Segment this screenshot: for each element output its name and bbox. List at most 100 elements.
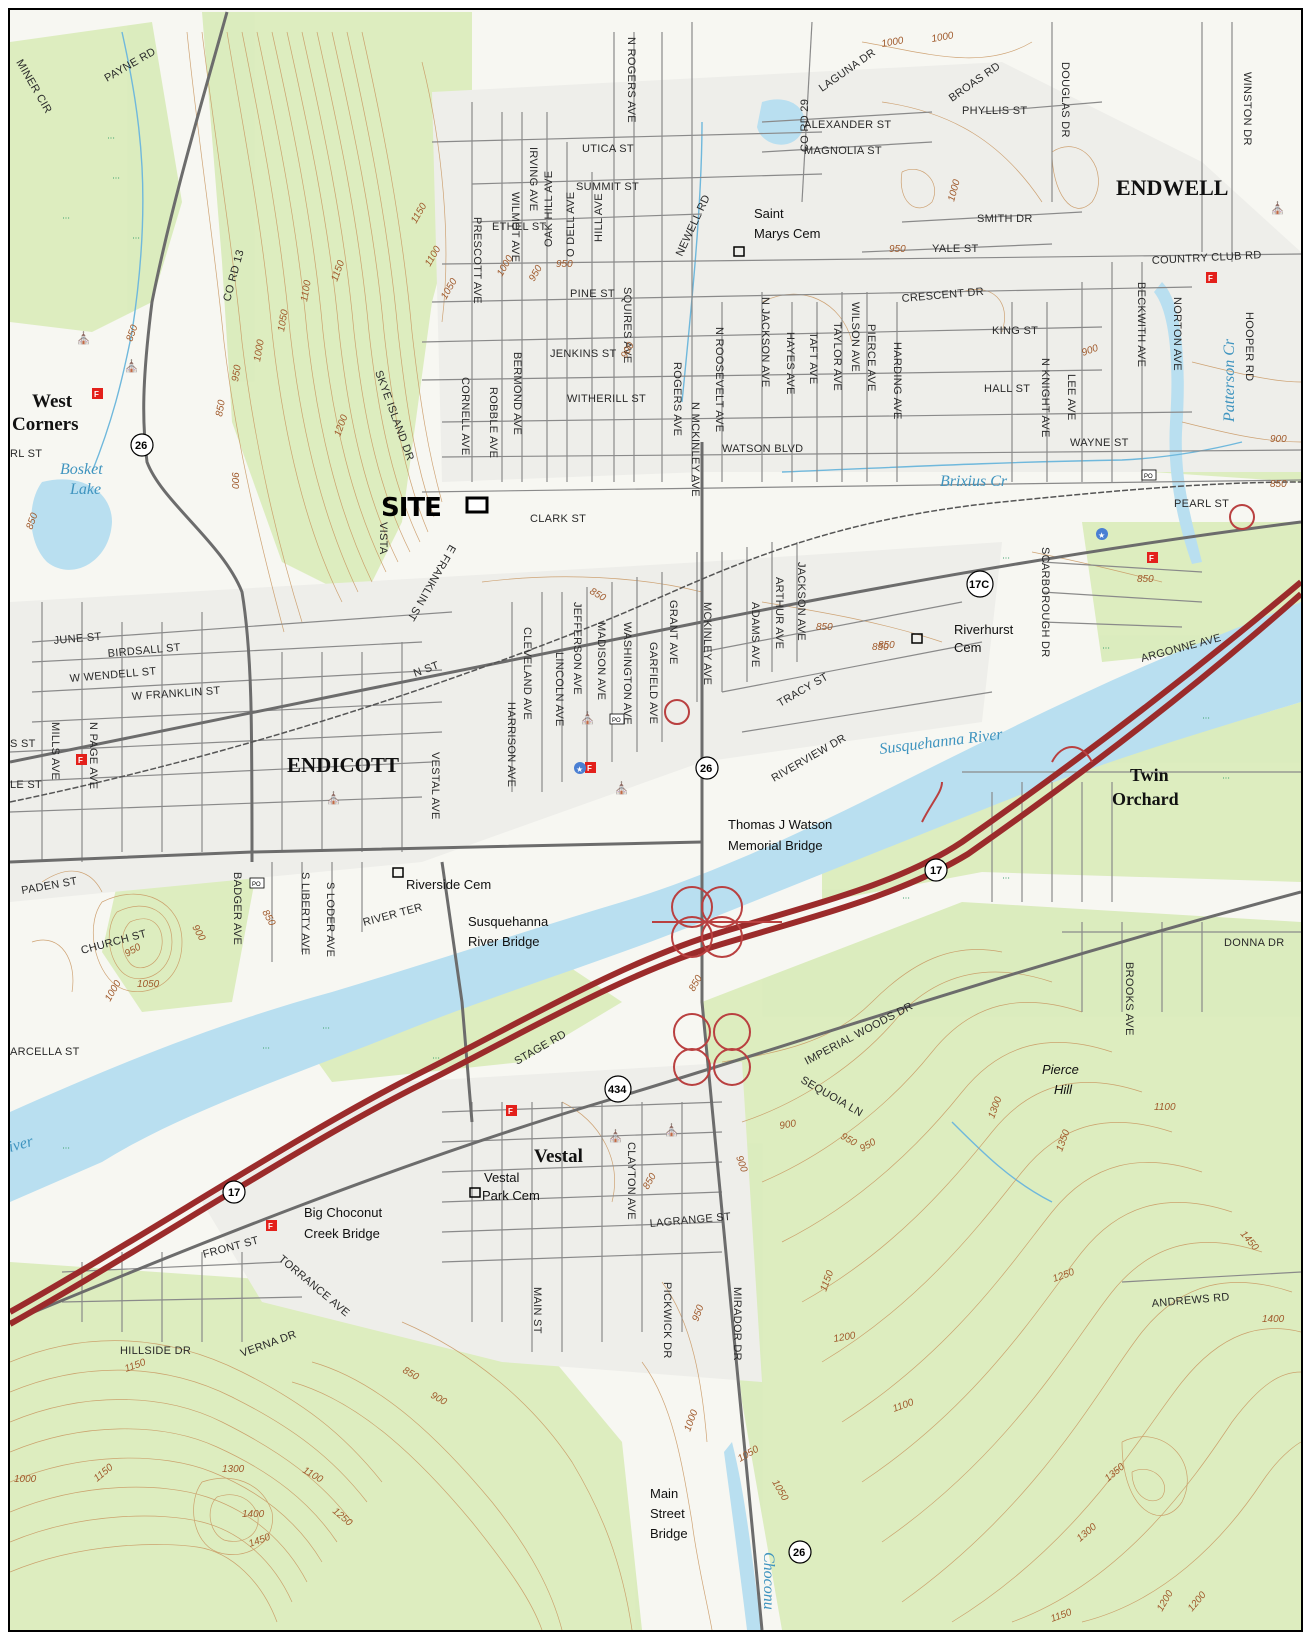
road-label-co29: CO RD 29 bbox=[799, 99, 811, 152]
contour-label: 1000 bbox=[252, 338, 267, 362]
feature-label: River Bridge bbox=[468, 934, 540, 949]
urban-areas bbox=[10, 62, 1301, 1382]
road-label-clayton: CLAYTON AVE bbox=[625, 1142, 637, 1220]
svg-text:17C: 17C bbox=[969, 579, 989, 591]
water-label-bosket: Bosket bbox=[60, 461, 103, 478]
road-label-sst: S ST bbox=[10, 738, 36, 750]
road-label-nknight: N KNIGHT AVE bbox=[1039, 358, 1051, 438]
route-434-shield: 434 bbox=[604, 1075, 632, 1103]
contour-label: 1400 bbox=[1262, 1314, 1285, 1325]
road-label-jefferson: JEFFERSON AVE bbox=[571, 602, 583, 695]
road-label-oakhill: OAK HILL AVE bbox=[543, 171, 555, 247]
feature-label: Susquehanna bbox=[468, 914, 549, 929]
svg-text:⛪: ⛪ bbox=[1270, 200, 1285, 215]
road-label-cleveland: CLEVELAND AVE bbox=[521, 627, 533, 720]
contour-label: 1300 bbox=[222, 1464, 245, 1475]
road-label-phyllis: PHYLLIS ST bbox=[962, 105, 1027, 117]
road-label-douglas: DOUGLAS DR bbox=[1059, 62, 1071, 138]
feature-label: Cem bbox=[954, 640, 981, 655]
fire-station-icon: F bbox=[506, 1105, 517, 1116]
road-label-irving: IRVING AVE bbox=[527, 147, 539, 211]
town-label-vestal: Vestal bbox=[534, 1146, 583, 1167]
contour-label: 950 bbox=[556, 259, 573, 270]
feature-label: Riverside Cem bbox=[406, 877, 491, 892]
contour-label: 900 bbox=[779, 1118, 798, 1132]
road-label-king: KING ST bbox=[992, 325, 1038, 337]
feature-label: Park Cem bbox=[482, 1188, 540, 1203]
feature-label: Memorial Bridge bbox=[728, 838, 823, 853]
road-label-rlst: RL ST bbox=[10, 448, 42, 460]
road-label-nroosevelt: N ROOSEVELT AVE bbox=[713, 327, 725, 432]
svg-text:F: F bbox=[1208, 274, 1213, 283]
post-office-icon: PO bbox=[249, 877, 265, 889]
contour-label: 850 bbox=[816, 622, 833, 633]
route-26-shield: 26 bbox=[130, 433, 154, 457]
road-label-badger: BADGER AVE bbox=[231, 872, 243, 945]
contour-label: 1100 bbox=[299, 279, 314, 303]
feature-label: Riverhurst bbox=[954, 622, 1014, 637]
road-label-hillside: HILLSIDE DR bbox=[120, 1345, 191, 1357]
road-label-washington: WASHINGTON AVE bbox=[621, 622, 633, 725]
water-bodies bbox=[10, 99, 1301, 1630]
cemetery-icon bbox=[392, 867, 404, 878]
road-label-pickwick: PICKWICK DR bbox=[661, 1282, 673, 1359]
contour-label: 850 bbox=[1270, 479, 1287, 490]
road-label-scarborough: SCARBOROUGH DR bbox=[1039, 547, 1051, 658]
town-label-corners: Corners bbox=[12, 414, 78, 435]
svg-text:17: 17 bbox=[228, 1187, 240, 1199]
road-label-june: JUNE ST bbox=[53, 631, 102, 647]
interchanges bbox=[652, 504, 1255, 1086]
road-label-prescott: PRESCOTT AVE bbox=[471, 217, 483, 304]
svg-text:F: F bbox=[587, 764, 592, 773]
road-label-npage: N PAGE AVE bbox=[87, 722, 99, 789]
site-marker: SITE bbox=[381, 493, 489, 523]
road-label-winston: WINSTON DR bbox=[1241, 72, 1253, 146]
fire-station-icon: F bbox=[76, 754, 87, 765]
svg-text:⛪: ⛪ bbox=[664, 1122, 679, 1137]
road-label-mainst: MAIN ST bbox=[531, 1287, 543, 1334]
svg-text:ᐧᐧᐧ: ᐧᐧᐧ bbox=[432, 1054, 440, 1065]
road-label-pierce: PIERCE AVE bbox=[865, 324, 877, 392]
church-icon: ⛪ bbox=[614, 780, 629, 795]
church-icon: ⛪ bbox=[326, 790, 341, 805]
feature-label: Bridge bbox=[650, 1526, 688, 1541]
road-label-smith: SMITH DR bbox=[977, 213, 1033, 225]
town-label-endicott: ENDICOTT bbox=[287, 753, 399, 777]
contour-label: 850 bbox=[878, 640, 895, 651]
road-label-cornell: CORNELL AVE bbox=[459, 377, 471, 456]
cemetery-icon bbox=[469, 1187, 481, 1198]
water-label-river: iver bbox=[10, 1133, 36, 1156]
road-label-harrison: HARRISON AVE bbox=[505, 702, 517, 787]
town-label-endwell: ENDWELL bbox=[1116, 175, 1228, 200]
svg-text:PO: PO bbox=[1144, 474, 1153, 480]
svg-text:26: 26 bbox=[135, 440, 147, 452]
svg-text:26: 26 bbox=[793, 1547, 805, 1559]
post-office-icon: PO bbox=[609, 713, 625, 725]
contour-label: 950 bbox=[889, 244, 906, 255]
church-icon: ⛪ bbox=[124, 358, 139, 373]
svg-text:⛪: ⛪ bbox=[326, 790, 341, 805]
road-label-grant: GRANT AVE bbox=[667, 600, 679, 665]
svg-text:PO: PO bbox=[612, 718, 621, 724]
contour-label: 1000 bbox=[881, 35, 905, 50]
road-label-country: COUNTRY CLUB RD bbox=[1152, 249, 1262, 267]
route-17c-shield: 17C bbox=[966, 570, 994, 598]
town-label-twin: Twin bbox=[1130, 765, 1169, 785]
road-label-wilson: WILSON AVE bbox=[849, 302, 861, 372]
road-label-arcella: ARCELLA ST bbox=[10, 1046, 80, 1058]
road-label-wilmot: WILMOT AVE bbox=[509, 192, 521, 262]
feature-label: Marys Cem bbox=[754, 226, 820, 241]
road-label-mckinley: MCKINLEY AVE bbox=[701, 602, 713, 685]
svg-text:F: F bbox=[1149, 554, 1154, 563]
police-icon: ★ bbox=[1096, 528, 1108, 540]
feature-label: Big Choconut bbox=[304, 1205, 382, 1220]
contour-label: 850 bbox=[214, 399, 228, 418]
road-label-pine: PINE ST bbox=[570, 288, 615, 300]
fire-station-icon: F bbox=[92, 388, 103, 399]
street-grid bbox=[10, 21, 1301, 1352]
water-label-lake: Lake bbox=[69, 481, 101, 498]
cemetery-icon bbox=[733, 246, 745, 257]
road-label-beckwith: BECKWITH AVE bbox=[1135, 282, 1147, 367]
road-label-nrogers: N ROGERS AVE bbox=[625, 37, 637, 123]
